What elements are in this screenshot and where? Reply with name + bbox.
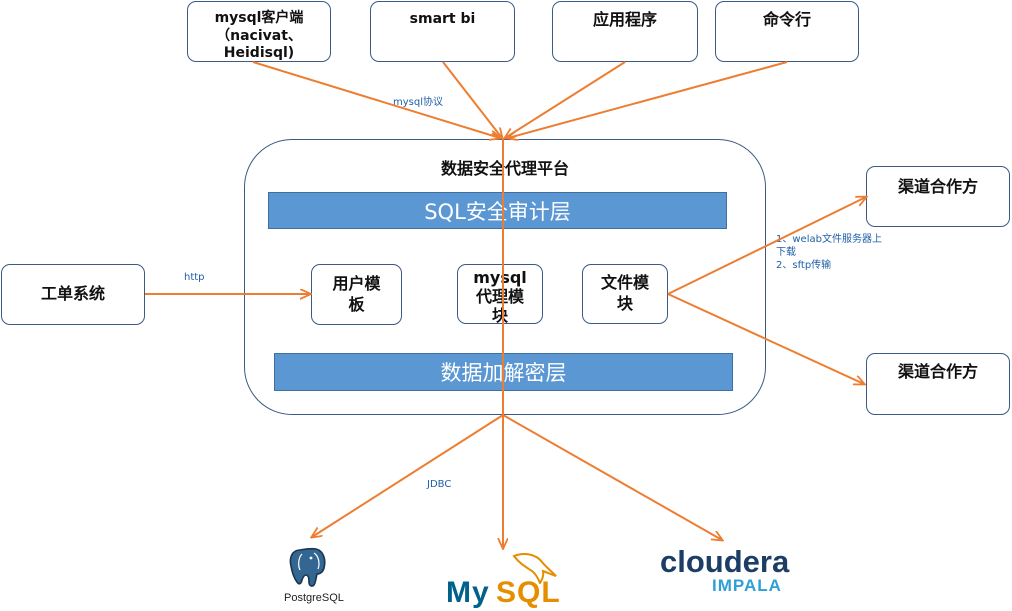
channel-note-line-3: 2、sftp传输 [776,260,832,271]
user-template-box: 用户模 板 [311,264,402,325]
mysql-client-box: mysql客户端 （nacivat、 Heidisql) [187,1,331,62]
mysql-proxy-line-1: mysql [473,268,527,287]
smartbi-label: smart bi [409,11,476,27]
mysql-proxy-line-3: 块 [491,306,508,326]
arrow-cli-to-proxy [508,61,788,138]
mysql-proxy-box: mysql 代理模 块 [457,264,543,326]
user-template-line-2: 板 [348,294,365,314]
dolphin-icon [512,553,557,584]
user-template-line-1: 用户模 [332,273,381,293]
channel-bottom-label: 渠道合作方 [897,362,978,381]
postgresql-logo-text: PostgreSQL [284,592,344,604]
channel-top-box: 渠道合作方 [866,166,1010,227]
channel-note: 1、welab文件服务器上 下载 2、sftp传输 [776,233,882,272]
elephant-icon [289,547,326,587]
jdbc-label: JDBC [427,479,452,490]
impala-text: IMPALA [712,576,782,595]
channel-note-line-1: 1、welab文件服务器上 [776,234,882,245]
ticket-system-box: 工单系统 [1,264,145,325]
smartbi-box: smart bi [370,1,515,62]
mysql-logo-my: My [446,576,490,609]
cloudera-text: cloudera [660,544,790,579]
file-module-line-2: 块 [616,294,633,313]
arrow-to-postgresql [312,414,504,537]
channel-top-label: 渠道合作方 [897,177,978,196]
arrow-smartbi-to-proxy [442,61,502,138]
platform-title: 数据安全代理平台 [440,159,569,178]
channel-bottom-box: 渠道合作方 [866,353,1010,415]
postgresql-logo: PostgreSQL [278,544,348,606]
mysql-client-line-3: Heidisql) [223,45,295,61]
mysql-logo-sql: SQL [496,576,561,609]
mysql-logo: My SQL [446,550,566,610]
arrow-application-to-proxy [505,61,626,138]
channel-note-line-2: 下载 [776,247,796,258]
ticket-system-label: 工单系统 [40,284,105,304]
application-box: 应用程序 [552,1,698,62]
file-module-line-1: 文件模 [600,273,649,293]
sql-audit-layer: SQL安全审计层 [268,192,727,229]
file-module-box: 文件模 块 [582,264,668,324]
arrow-mysql-client-to-proxy [252,61,500,138]
http-label: http [184,272,205,283]
mysql-client-line-2: （nacivat、 [216,27,302,44]
mysql-proxy-line-2: 代理模 [475,287,524,307]
arrow-to-impala [502,414,722,540]
encrypt-layer: 数据加解密层 [274,353,733,391]
cloudera-impala-logo: cloudera IMPALA [660,544,790,600]
mysql-client-line-1: mysql客户端 [214,10,304,26]
application-label: 应用程序 [592,10,657,29]
protocol-label: mysql协议 [393,97,443,108]
cli-label: 命令行 [762,10,811,29]
cli-box: 命令行 [715,1,859,62]
